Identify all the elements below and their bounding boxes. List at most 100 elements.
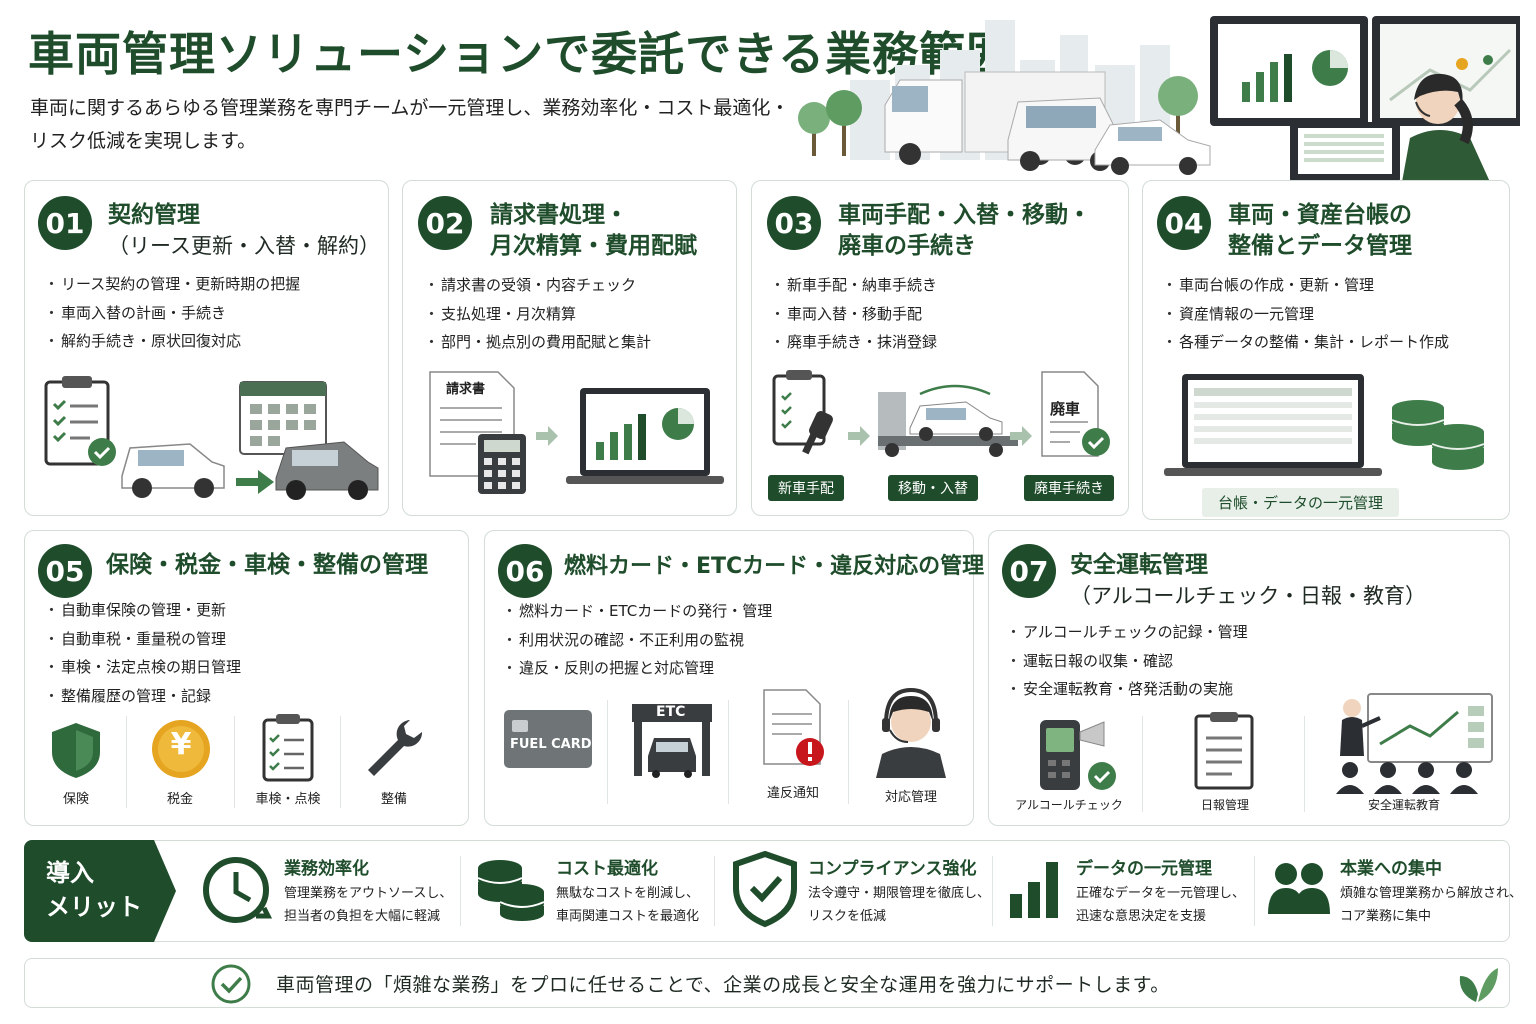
scrap-procedure-tag: 廃車手続き [1024,475,1114,501]
list-item: 運転日報の収集・確認 [1006,647,1248,676]
card-item-list: 車両台帳の作成・更新・管理 資産情報の一元管理 各種データの整備・集計・レポート… [1162,271,1449,357]
card-title-main: 車両手配・入替・移動・ [838,202,1091,228]
card-title: 契約管理 （リース更新・入替・解約） [108,200,380,262]
icon-label: 車検・点検 [255,792,321,807]
bar-chart-icon [1010,862,1058,918]
car-transport-icon [878,384,1018,457]
tree-icon [798,76,1198,156]
card-title: 安全運転管理 （アルコールチェック・日報・教育） [1070,550,1426,612]
divider [848,700,849,804]
icon-label: 整備 [380,792,407,807]
violation-notice-icon [763,689,824,766]
card-subtitle: （アルコールチェック・日報・教育） [1070,584,1426,608]
new-vehicle-tag: 新車手配 [768,475,844,501]
benefit-desc-line: 煩雑な管理業務から解放され、 [1340,886,1523,901]
icon-label: 保険 [62,792,89,807]
fuel-card-icon [504,710,592,768]
card-title: 車両手配・入替・移動・ 廃車の手続き [838,200,1091,262]
alcohol-checker-icon [1040,720,1116,790]
card-title-main: 契約管理 [108,202,200,228]
icon-label: 日報管理 [1200,798,1249,812]
gray-car-icon [275,441,379,500]
arrow-right-icon [236,470,274,494]
card-number: 01 [38,196,92,250]
card-item-list: リース契約の管理・更新時期の把握 車両入替の計画・手続き 解約手続き・原状回復対… [44,270,300,356]
divider [340,716,341,808]
checklist-clipboard-icon [262,714,314,782]
scrap-doc-label: 廃車 [1050,400,1081,418]
benefit-desc: 正確なデータを一元管理し、 迅速な意思決定を支援 [1076,882,1245,928]
list-item: 自動車税・重量税の管理 [44,625,241,654]
list-item: 違反・反則の把握と対応管理 [502,654,772,683]
benefit-desc-line: 管理業務をアウトソースし、 [284,886,453,901]
invoice-doc-label: 請求書 [446,382,486,397]
page-lead: 車両に関するあらゆる管理業務を専門チームが一元管理し、業務効率化・コスト最適化・… [30,97,790,152]
icon-label: 税金 [166,792,193,807]
list-item: 請求書の受領・内容チェック [424,271,651,300]
card-number: 03 [767,196,821,250]
divider [1142,716,1143,812]
card-subtitle: 整備とデータ管理 [1228,233,1412,259]
benefits-heading-line: メリット [46,893,142,921]
etc-text: ETC [656,704,686,720]
wrench-icon [368,720,423,776]
benefit-title: 業務効率化 [284,859,369,879]
list-item: 支払処理・月次精算 [424,300,651,329]
benefit-title: 本業への集中 [1340,859,1442,879]
invoice-illustration [429,371,724,494]
operator-icon [1402,73,1490,182]
card-title: 請求書処理・ 月次精算・費用配賦 [490,200,697,262]
card-subtitle: 廃車の手続き [838,233,976,259]
coins-icon [477,860,545,921]
icon-label: 対応管理 [884,790,937,805]
benefit-desc-line: リスクを低減 [808,909,887,924]
card-item-list: アルコールチェックの記録・管理 運転日報の収集・確認 安全運転教育・啓発活動の実… [1006,618,1248,704]
safety-training-icon [1336,693,1493,794]
list-item: 車検・法定点検の期日管理 [44,653,241,682]
card-item-list: 燃料カード・ETCカードの発行・管理 利用状況の確認・不正利用の監視 違反・反則… [502,597,772,683]
leaf-icon [1459,968,1498,1002]
list-item: 自動車保険の管理・更新 [44,596,241,625]
shield-icon [52,723,100,778]
check-circle-icon [211,964,251,1004]
divider [607,700,608,804]
benefit-desc-line: コア業務に集中 [1340,909,1432,924]
divider [992,856,993,926]
clock-icon [203,857,273,923]
list-item: アルコールチェックの記録・管理 [1006,618,1248,647]
header-illustration [798,16,1520,182]
car-icon [1094,119,1211,175]
benefit-desc: 無駄なコストを削減し、 車両関連コストを最適化 [556,882,699,928]
card-subtitle: 月次精算・費用配賦 [490,233,697,259]
card-number: 05 [38,544,92,598]
list-item: 利用状況の確認・不正利用の監視 [502,626,772,655]
benefit-desc-line: 正確なデータを一元管理し、 [1076,886,1246,901]
card-item-list: 新車手配・納車手続き 車両入替・移動手配 廃車手続き・抹消登録 [770,271,937,357]
list-item: 整備履歴の管理・記録 [44,682,241,711]
move-replace-tag: 移動・入替 [888,475,978,501]
people-icon [1268,863,1330,914]
support-operator-icon [876,687,946,778]
clipboard-key-icon [772,370,834,455]
calculator-icon [478,434,526,494]
benefit-desc: 管理業務をアウトソースし、 担当者の負担を大幅に軽減 [284,882,452,928]
divider [728,700,729,804]
footer-bar [24,958,1510,1008]
benefit-desc-line: 車両関連コストを最適化 [556,909,700,924]
list-item: 安全運転教育・啓発活動の実施 [1006,675,1248,704]
divider [1304,716,1305,812]
divider [1254,856,1255,926]
database-icon [1392,400,1484,470]
list-item: リース契約の管理・更新時期の把握 [44,270,300,299]
arrow-right-icon [1010,426,1032,446]
van-icon [1007,97,1121,171]
clipboard-check-icon [44,376,116,466]
divider [126,716,127,808]
benefit-desc: 法令遵守・期限管理を徹底し、 リスクを低減 [808,882,990,928]
list-item: 部門・拠点別の費用配賦と集計 [424,328,651,357]
card-number: 07 [1002,544,1056,598]
arrow-right-icon [848,426,870,446]
benefits-heading-line: 導入 [46,859,94,887]
divider [460,856,461,926]
yen-symbol: ¥ [170,727,192,762]
